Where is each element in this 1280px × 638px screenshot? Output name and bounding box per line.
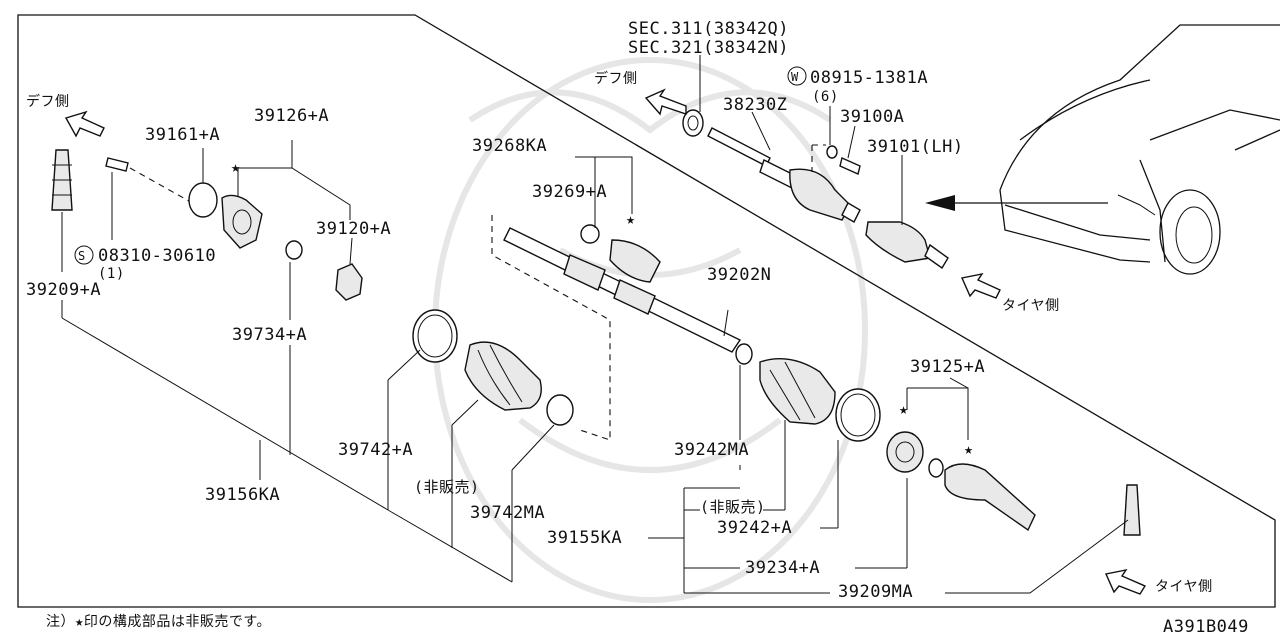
star-mark-3: ★ — [899, 400, 908, 418]
label-screw-08310[interactable]: 08310-30610 — [98, 246, 216, 266]
boot-left[interactable] — [464, 341, 542, 411]
label-39269a[interactable]: 39269+A — [532, 182, 607, 202]
snap-ring-39242ma[interactable] — [735, 343, 753, 365]
tire-side-arrow-icon — [961, 272, 1001, 299]
part-labels: SEC.311(38342Q) SEC.321(38342N) デフ側 W 08… — [26, 19, 1213, 602]
star-mark-1: ★ — [231, 158, 240, 176]
label-39209a[interactable]: 39209+A — [26, 280, 101, 300]
tire-side-bottom-arrow-icon — [1105, 568, 1147, 595]
label-not-for-sale-1: (非販売) — [414, 478, 480, 496]
outer-joint-39101-lh[interactable] — [865, 221, 931, 263]
star-mark-2: ★ — [626, 210, 635, 228]
label-not-for-sale-2: (非販売) — [700, 498, 766, 516]
center-shaft-group — [491, 156, 753, 441]
label-39100a[interactable]: 39100A — [840, 107, 904, 127]
snap-ring-39734a[interactable] — [285, 240, 303, 260]
label-39161a[interactable]: 39161+A — [145, 125, 220, 145]
label-39734a[interactable]: 39734+A — [232, 325, 307, 345]
housing-39126a[interactable] — [221, 194, 263, 249]
label-39202n[interactable]: 39202N — [707, 265, 771, 285]
def-side-arrow-icon — [644, 88, 687, 116]
diagram-code: A391B049 — [1163, 617, 1249, 637]
label-w-symbol: W — [791, 70, 799, 84]
boot-band-39742ma[interactable] — [546, 394, 574, 426]
label-39155ka[interactable]: 39155KA — [547, 528, 622, 548]
washer-icon[interactable] — [826, 145, 838, 159]
label-39234a[interactable]: 39234+A — [745, 558, 820, 578]
oil-seal[interactable] — [682, 109, 704, 137]
label-39120a[interactable]: 39120+A — [316, 219, 391, 239]
spider-39120a[interactable] — [335, 263, 363, 301]
upper-boot[interactable] — [789, 168, 851, 221]
label-39742a[interactable]: 39742+A — [338, 440, 413, 460]
outer-joint-39125a[interactable] — [944, 463, 1036, 532]
boot-band-39742a[interactable] — [412, 309, 458, 363]
label-39126a[interactable]: 39126+A — [254, 106, 329, 126]
bolt-39100a[interactable] — [839, 157, 861, 175]
exploded-view-frame — [17, 14, 1276, 608]
label-bolt-qty: (6) — [812, 89, 839, 105]
label-bolt-08915[interactable]: 08915-1381A — [810, 68, 928, 88]
label-39101-lh[interactable]: 39101(LH) — [867, 137, 964, 157]
boot-group-right — [759, 357, 1147, 595]
plate-39161a[interactable] — [188, 182, 218, 218]
label-sec311[interactable]: SEC.311(38342Q) — [628, 19, 789, 39]
label-39125a[interactable]: 39125+A — [910, 357, 985, 377]
boot-39209ma[interactable] — [1123, 484, 1141, 536]
label-tire-side-top: タイヤ側 — [1002, 298, 1060, 314]
label-def-side-left: デフ側 — [26, 93, 70, 110]
w-symbol-icon — [787, 66, 807, 86]
label-screw-qty: (1) — [98, 266, 125, 282]
damper-39269a[interactable] — [609, 239, 661, 283]
shaft-38230z[interactable] — [707, 127, 771, 167]
boot-group-left — [412, 309, 574, 426]
label-s-symbol: S — [78, 249, 86, 263]
upper-shaft-assembly — [644, 55, 1108, 299]
label-39209ma[interactable]: 39209MA — [838, 582, 913, 602]
label-39242ma[interactable]: 39242MA — [674, 440, 749, 460]
band-39269a[interactable] — [580, 224, 600, 244]
location-arrow-icon — [925, 195, 955, 211]
screw-08310[interactable] — [105, 157, 129, 172]
boot-right[interactable] — [759, 357, 836, 425]
vehicle-outline — [999, 24, 1280, 275]
boot-band-39242a[interactable] — [835, 388, 881, 442]
snap-ring-39234a[interactable] — [928, 458, 944, 478]
leader-lines — [61, 300, 1129, 594]
inner-joint-group — [51, 110, 363, 320]
label-39742ma[interactable]: 39742MA — [470, 503, 545, 523]
star-mark-4: ★ — [964, 440, 973, 458]
label-38230z[interactable]: 38230Z — [723, 95, 787, 115]
inner-race-39125a[interactable] — [886, 431, 924, 473]
label-39242a[interactable]: 39242+A — [717, 518, 792, 538]
label-sec321[interactable]: SEC.321(38342N) — [628, 38, 789, 58]
label-39268ka[interactable]: 39268KA — [472, 136, 547, 156]
label-def-side-top: デフ側 — [594, 70, 638, 87]
label-tire-side-bottom: タイヤ側 — [1155, 579, 1213, 595]
footnote: 注）★印の構成部品は非販売です。 — [46, 614, 271, 630]
label-39156ka[interactable]: 39156KA — [205, 485, 280, 505]
def-side-left-arrow-icon — [64, 110, 105, 138]
s-symbol-icon — [74, 245, 94, 265]
